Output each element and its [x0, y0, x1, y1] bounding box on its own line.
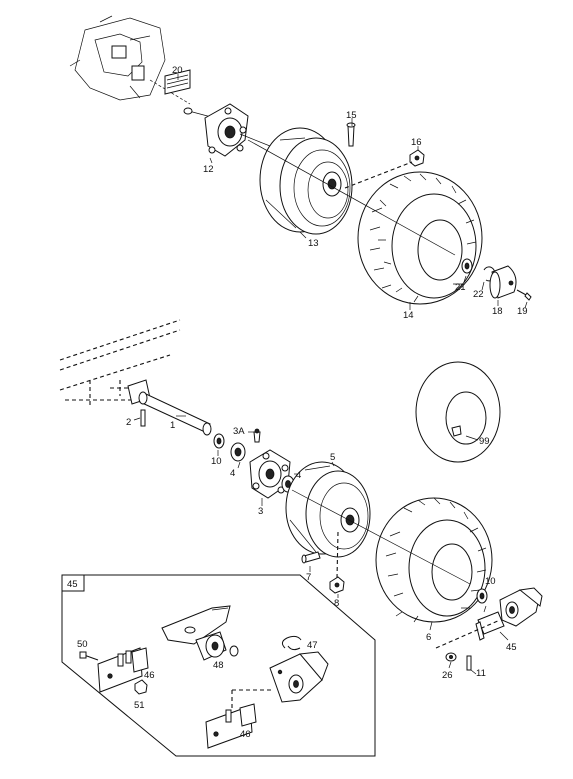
- callout-3a: 3A: [233, 426, 245, 437]
- callout-14: 14: [403, 310, 414, 321]
- part-48-bracket: [161, 605, 239, 661]
- callout-50: 50: [77, 639, 88, 650]
- callout-47: 47: [307, 640, 318, 651]
- part-3a-grease-fitting: [253, 428, 261, 443]
- part-20-shim: [164, 69, 191, 95]
- part-4-bearing-left: [230, 442, 246, 462]
- callout-26: 26: [442, 670, 453, 681]
- upper-leader-lines: [177, 74, 528, 310]
- part-15-valve: [346, 122, 356, 147]
- part-13-rim: [259, 127, 353, 235]
- lower-wheel-assembly: [59, 319, 543, 675]
- callout-10: 10: [211, 456, 222, 467]
- lower-leader-lines: [133, 415, 509, 675]
- part-18-cap: [489, 265, 517, 299]
- callout-11: 11: [476, 668, 486, 679]
- callout-21: 21: [455, 282, 466, 293]
- callout-labels: 20 12 15 16 13 14 21 22 18 19 2 1 3A 10 …: [67, 65, 528, 740]
- part-46-plate-upper: [97, 647, 149, 693]
- part-14-tyre: [357, 171, 483, 305]
- part-11-pin: [466, 655, 472, 671]
- callout-10-right: 10: [485, 576, 496, 587]
- callout-46-lower: 46: [240, 729, 251, 740]
- part-50-screw: [79, 651, 99, 661]
- callout-12: 12: [203, 164, 214, 175]
- part-8-nut: [329, 531, 345, 594]
- callout-18: 18: [492, 306, 503, 317]
- callout-6: 6: [426, 632, 431, 643]
- callout-5: 5: [330, 452, 335, 463]
- upper-wheel-assembly: [69, 15, 532, 310]
- part-16-nut: [344, 149, 425, 189]
- part-46-plate-lower: [205, 703, 257, 749]
- callout-16: 16: [411, 137, 422, 148]
- callout-2: 2: [126, 417, 131, 428]
- part-19-bolt: [516, 289, 532, 301]
- callout-13: 13: [308, 238, 319, 249]
- callout-22: 22: [473, 289, 484, 300]
- part-99-inner-tube: [415, 361, 501, 463]
- part-6-tyre: [375, 497, 493, 623]
- pivot-body: [231, 651, 329, 710]
- part-2-pin: [140, 409, 146, 427]
- callout-48: 48: [213, 660, 224, 671]
- inset-label-box: [61, 574, 85, 592]
- part-51-nut: [134, 679, 148, 695]
- part-12-hub: [204, 103, 276, 157]
- part-45-bracket: [475, 587, 543, 641]
- callout-99: 99: [479, 436, 490, 447]
- callout-51: 51: [134, 700, 145, 711]
- callout-7: 7: [306, 572, 311, 583]
- part-47-clip: [281, 635, 302, 651]
- callout-19: 19: [517, 306, 528, 317]
- part-3-hub: [249, 449, 291, 499]
- inset-detail-45: [61, 574, 376, 757]
- callout-3: 3: [258, 506, 263, 517]
- callout-4-right: 4: [296, 470, 301, 481]
- callout-15: 15: [346, 110, 357, 121]
- callout-20: 20: [172, 65, 183, 76]
- callout-8: 8: [334, 598, 339, 609]
- part-7-valve: [301, 551, 321, 564]
- inset-label-45: 45: [67, 579, 78, 590]
- callout-1: 1: [170, 420, 175, 431]
- callout-46-upper: 46: [144, 670, 155, 681]
- frame-dashed-outline: [59, 319, 181, 406]
- callout-45: 45: [506, 642, 517, 653]
- machine-frame-sketch: [69, 15, 191, 105]
- callout-4-left: 4: [230, 468, 235, 479]
